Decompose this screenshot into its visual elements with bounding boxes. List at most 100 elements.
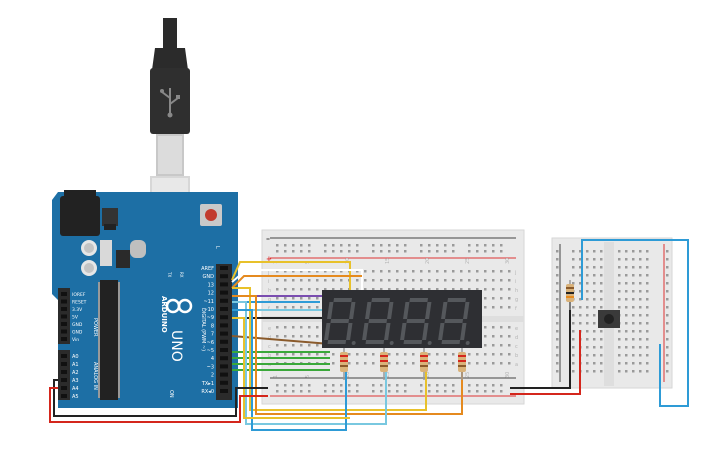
breadboard-hole[interactable]: [632, 322, 635, 325]
breadboard-hole[interactable]: [579, 290, 582, 293]
breadboard-hole[interactable]: [625, 370, 628, 373]
breadboard-hole[interactable]: [372, 288, 375, 291]
breadboard-hole[interactable]: [484, 306, 487, 309]
breadboard-hole[interactable]: [600, 330, 603, 333]
breadboard-hole[interactable]: [593, 282, 596, 285]
breadboard-hole[interactable]: [600, 290, 603, 293]
breadboard-hole[interactable]: [468, 384, 471, 387]
pin-socket[interactable]: [61, 299, 67, 304]
breadboard-hole[interactable]: [632, 282, 635, 285]
breadboard-hole[interactable]: [276, 270, 279, 273]
breadboard-hole[interactable]: [639, 306, 642, 309]
breadboard-hole[interactable]: [632, 306, 635, 309]
breadboard-hole[interactable]: [666, 322, 669, 325]
breadboard-hole[interactable]: [632, 274, 635, 277]
breadboard-hole[interactable]: [586, 274, 589, 277]
breadboard-hole[interactable]: [618, 274, 621, 277]
breadboard-hole[interactable]: [300, 244, 303, 247]
pin-socket[interactable]: [61, 362, 67, 366]
breadboard-hole[interactable]: [572, 322, 575, 325]
breadboard-hole[interactable]: [639, 346, 642, 349]
breadboard-hole[interactable]: [340, 244, 343, 247]
breadboard-hole[interactable]: [646, 266, 649, 269]
breadboard-hole[interactable]: [666, 298, 669, 301]
breadboard-hole[interactable]: [639, 314, 642, 317]
arduino-uno-board[interactable]: ARDUINO UNO DIGITAL (PWM ~) POWER ANALOG…: [52, 190, 238, 408]
breadboard-hole[interactable]: [618, 346, 621, 349]
breadboard-hole[interactable]: [593, 346, 596, 349]
breadboard-hole[interactable]: [572, 306, 575, 309]
breadboard-hole[interactable]: [484, 335, 487, 338]
breadboard-hole[interactable]: [492, 250, 495, 253]
breadboard-hole[interactable]: [388, 244, 391, 247]
breadboard-hole[interactable]: [646, 362, 649, 365]
breadboard-hole[interactable]: [420, 288, 423, 291]
breadboard-hole[interactable]: [632, 338, 635, 341]
breadboard-hole[interactable]: [625, 338, 628, 341]
breadboard-hole[interactable]: [556, 362, 559, 365]
breadboard-hole[interactable]: [639, 322, 642, 325]
pin-socket[interactable]: [220, 266, 228, 270]
breadboard-hole[interactable]: [284, 270, 287, 273]
breadboard-hole[interactable]: [666, 346, 669, 349]
breadboard-hole[interactable]: [666, 282, 669, 285]
breadboard-hole[interactable]: [316, 353, 319, 356]
breadboard-hole[interactable]: [420, 279, 423, 282]
breadboard-hole[interactable]: [300, 270, 303, 273]
breadboard-hole[interactable]: [593, 290, 596, 293]
breadboard-hole[interactable]: [600, 362, 603, 365]
breadboard-hole[interactable]: [492, 344, 495, 347]
breadboard-hole[interactable]: [500, 250, 503, 253]
breadboard-hole[interactable]: [276, 353, 279, 356]
breadboard-hole[interactable]: [625, 298, 628, 301]
breadboard-hole[interactable]: [404, 270, 407, 273]
breadboard-hole[interactable]: [646, 322, 649, 325]
breadboard-hole[interactable]: [300, 288, 303, 291]
breadboard-hole[interactable]: [396, 384, 399, 387]
breadboard-hole[interactable]: [600, 274, 603, 277]
breadboard-hole[interactable]: [646, 298, 649, 301]
breadboard-hole[interactable]: [618, 258, 621, 261]
breadboard-hole[interactable]: [600, 258, 603, 261]
breadboard-hole[interactable]: [484, 279, 487, 282]
breadboard-hole[interactable]: [444, 353, 447, 356]
breadboard-hole[interactable]: [324, 270, 327, 273]
breadboard-hole[interactable]: [284, 279, 287, 282]
breadboard-hole[interactable]: [396, 244, 399, 247]
breadboard-hole[interactable]: [666, 306, 669, 309]
breadboard-hole[interactable]: [625, 346, 628, 349]
breadboard-hole[interactable]: [452, 384, 455, 387]
breadboard-hole[interactable]: [586, 298, 589, 301]
breadboard-hole[interactable]: [632, 346, 635, 349]
breadboard-hole[interactable]: [332, 353, 335, 356]
breadboard-hole[interactable]: [572, 362, 575, 365]
breadboard-hole[interactable]: [476, 353, 479, 356]
breadboard-hole[interactable]: [324, 384, 327, 387]
breadboard-hole[interactable]: [452, 270, 455, 273]
pin-socket[interactable]: [220, 356, 228, 361]
breadboard-hole[interactable]: [586, 266, 589, 269]
breadboard-hole[interactable]: [452, 244, 455, 247]
breadboard-hole[interactable]: [646, 290, 649, 293]
pin-socket[interactable]: [61, 337, 67, 341]
breadboard-hole[interactable]: [324, 353, 327, 356]
breadboard-hole[interactable]: [618, 298, 621, 301]
breadboard-hole[interactable]: [468, 250, 471, 253]
breadboard-hole[interactable]: [632, 362, 635, 365]
breadboard-hole[interactable]: [468, 362, 471, 365]
breadboard-hole[interactable]: [593, 274, 596, 277]
breadboard-hole[interactable]: [332, 244, 335, 247]
breadboard-hole[interactable]: [444, 250, 447, 253]
breadboard-hole[interactable]: [579, 258, 582, 261]
breadboard-hole[interactable]: [388, 353, 391, 356]
breadboard-hole[interactable]: [364, 288, 367, 291]
breadboard-hole[interactable]: [508, 306, 511, 309]
breadboard-hole[interactable]: [572, 250, 575, 253]
breadboard-hole[interactable]: [666, 258, 669, 261]
breadboard-hole[interactable]: [593, 322, 596, 325]
breadboard-hole[interactable]: [600, 282, 603, 285]
breadboard-hole[interactable]: [468, 279, 471, 282]
breadboard-hole[interactable]: [332, 279, 335, 282]
breadboard-hole[interactable]: [292, 353, 295, 356]
